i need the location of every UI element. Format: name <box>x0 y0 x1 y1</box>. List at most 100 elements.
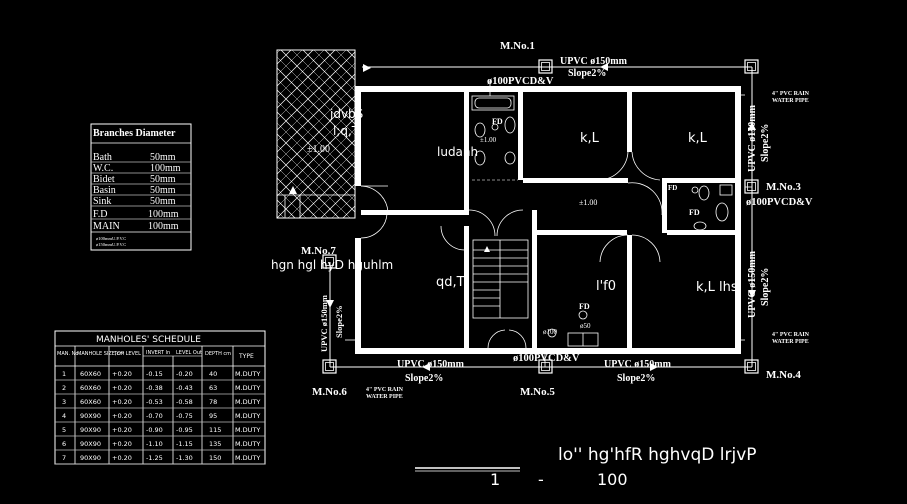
manhole-label-5: M.No.5 <box>520 386 555 398</box>
scale-numerator: 1 <box>490 470 500 489</box>
schedule-cell: -0.20 <box>176 370 193 378</box>
scale-denominator: 100 <box>597 470 628 489</box>
schedule-header: MAN. No. <box>57 351 80 357</box>
north-arrow-icon <box>289 186 297 194</box>
room-label: k,L lhs <box>696 280 738 295</box>
schedule-cell: 4 <box>62 412 66 420</box>
diameter-label: ø100 <box>543 328 558 336</box>
schedule-cell: -0.75 <box>176 412 193 420</box>
rain-pipe-label: WATER PIPE <box>772 98 809 104</box>
manholes-schedule-table: MANHOLES' SCHEDULE MAN. No. MANHOLE SIZE… <box>54 330 266 465</box>
schedule-cell: -0.38 <box>146 384 163 392</box>
branch-item: Bidet <box>93 174 115 185</box>
schedule-cell: 78 <box>209 398 217 406</box>
schedule-cell: 150 <box>209 454 221 462</box>
branch-dia: 100mm <box>148 209 179 220</box>
terrace-hatched-area <box>276 49 371 219</box>
manhole-label-7: M.No.7 <box>301 245 336 257</box>
drawing-title: lo'' hg'hfR hghvqD lrjvP <box>558 445 757 465</box>
slope-label: Slope2% <box>617 373 655 384</box>
schedule-header: TOP LEVEL <box>113 351 141 357</box>
rain-pipe-label: 4" PVC RAIN <box>366 387 404 393</box>
pipe-label: UPVC ø150mm <box>397 359 465 370</box>
pipe-label: UPVC ø150mm <box>319 295 329 352</box>
arrow-right-icon <box>363 64 371 72</box>
room-label: jdvbS <box>329 107 363 121</box>
schedule-cell: +0.20 <box>112 384 132 392</box>
schedule-cell: -0.90 <box>146 426 163 434</box>
schedule-header: TYPE <box>238 353 254 360</box>
schedule-cell: 90X90 <box>80 454 101 462</box>
pipe-label: UPVC ø150mm <box>604 359 672 370</box>
schedule-cell: -0.15 <box>146 370 163 378</box>
manhole-1-square <box>538 59 553 74</box>
schedule-cell: +0.20 <box>112 454 132 462</box>
room-label: ludanh <box>437 145 478 159</box>
slope-label: Slope2% <box>760 124 771 162</box>
staircase <box>472 239 529 319</box>
inner-walls <box>361 92 736 349</box>
diameter-label: ø50 <box>580 322 591 330</box>
schedule-cell: 90X90 <box>80 440 101 448</box>
branch-dia: 50mm <box>150 185 176 196</box>
rain-pipe-label: 4" PVC RAIN <box>772 91 810 97</box>
schedule-cell: M.DUTY <box>235 426 260 434</box>
schedule-cell: 7 <box>62 454 66 462</box>
branch-item: W.C. <box>93 163 113 174</box>
schedule-cell: +0.20 <box>112 370 132 378</box>
manhole-4-square <box>744 359 759 374</box>
manhole-3-square <box>744 179 759 194</box>
room-label: hgn hgl hyD hguhlm <box>271 258 393 272</box>
pipe-label: ø100PVCD&V <box>513 353 580 364</box>
schedule-header: MANHOLE SIZE,cm <box>77 351 124 357</box>
schedule-cell: +0.20 <box>112 412 132 420</box>
schedule-cell: 3 <box>62 398 66 406</box>
schedule-cell: -0.58 <box>176 398 193 406</box>
wc-fixtures-right <box>691 184 733 231</box>
schedule-cell: -0.70 <box>146 412 163 420</box>
room-label: k,L <box>688 131 708 146</box>
schedule-header: LEVEL Out <box>176 350 202 356</box>
scale-dash: - <box>538 470 544 489</box>
branch-dia: 50mm <box>150 152 176 163</box>
branch-note: ø100mmU.P.V.C <box>96 236 126 241</box>
branch-dia: 100mm <box>148 221 179 232</box>
schedule-cell: 95 <box>209 412 217 420</box>
room-label: k,L <box>580 131 600 146</box>
branches-diameter-table: Branches Diameter Bath 50mm W.C. 100mm B… <box>90 123 192 251</box>
rain-pipe-label: WATER PIPE <box>366 394 403 400</box>
branch-dia: 100mm <box>150 163 181 174</box>
floor-drain-label: FD <box>492 117 503 126</box>
schedule-cell: M.DUTY <box>235 454 260 462</box>
schedule-cell: 60X60 <box>80 384 101 392</box>
schedule-cell: 6 <box>62 440 66 448</box>
branch-dia: 50mm <box>150 174 176 185</box>
schedule-cell: 5 <box>62 426 66 434</box>
manhole-label-1: M.No.1 <box>500 40 535 52</box>
schedule-cell: 63 <box>209 384 217 392</box>
branch-item: Bath <box>93 152 112 163</box>
schedule-cell: +0.20 <box>112 398 132 406</box>
schedule-cell: -1.25 <box>146 454 163 462</box>
schedule-cell: -1.10 <box>146 440 163 448</box>
level-label: ±1.00 <box>579 198 597 207</box>
schedule-cell: +0.20 <box>112 440 132 448</box>
floor-drain-label: FD <box>689 208 700 217</box>
schedule-cell: 60X60 <box>80 370 101 378</box>
manhole-markers <box>322 59 759 374</box>
schedule-cell: M.DUTY <box>235 412 260 420</box>
slope-label: Slope2% <box>568 68 606 79</box>
schedule-header: DEPTH cm <box>205 351 231 357</box>
rain-pipe-label: 4" PVC RAIN <box>772 332 810 338</box>
manhole-7-square <box>322 254 337 269</box>
pipe-label: UPVC ø150mm <box>747 104 758 172</box>
room-labels: jdvbS l;q,T ludanh k,L k,L hgn hgl hyD h… <box>271 107 738 295</box>
floor-drain-label: FD <box>579 302 590 311</box>
schedule-cell: 115 <box>209 426 221 434</box>
schedule-header: INVERT In <box>146 350 170 356</box>
schedule-title: MANHOLES' SCHEDULE <box>96 335 201 345</box>
schedule-cell: 90X90 <box>80 426 101 434</box>
schedule-cell: 60X60 <box>80 398 101 406</box>
branch-item: Sink <box>93 196 111 207</box>
